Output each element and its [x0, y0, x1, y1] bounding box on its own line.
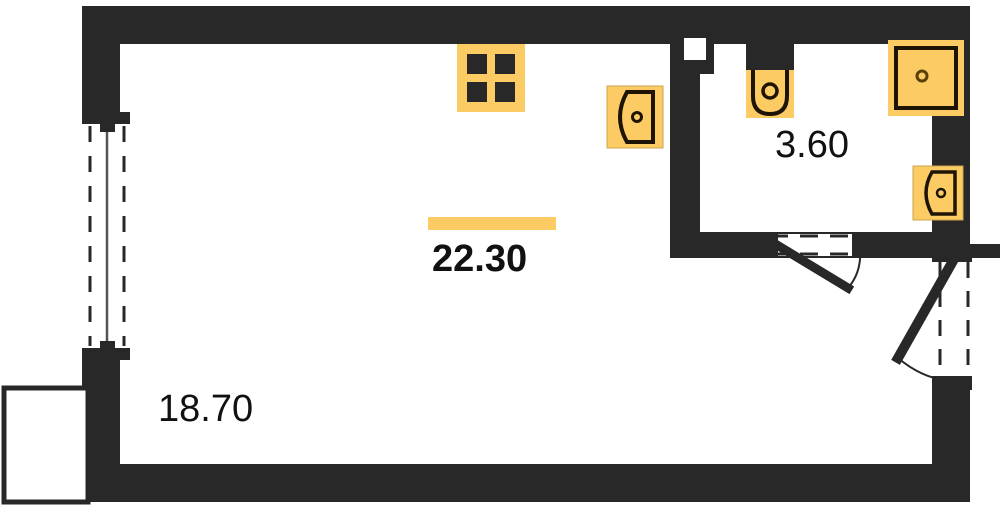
wall-bathroom-vertical	[670, 44, 700, 246]
shower-tray-inner	[894, 46, 958, 110]
kitchen-sink-basin	[618, 90, 655, 144]
wall-top	[82, 6, 970, 44]
shower-tray[interactable]	[888, 40, 964, 116]
bathroom-sink-basin	[924, 170, 957, 216]
door-entry[interactable]	[891, 244, 972, 390]
door-bathroom-opening	[778, 234, 852, 256]
door-bathroom[interactable]	[762, 232, 868, 295]
area-label-entry-hall: 18.70	[158, 388, 254, 430]
door-bathroom-strike-block	[852, 232, 868, 258]
area-label-bathroom: 3.60	[775, 124, 849, 166]
wall-bottom	[82, 464, 970, 502]
door-bathroom-leaf	[765, 235, 855, 295]
toilet[interactable]	[746, 40, 794, 118]
door-entry-leaf	[891, 245, 965, 365]
wall-left-upper	[82, 6, 120, 112]
door-bathroom-swing-arc	[847, 247, 862, 289]
door-entry-swing-arc	[897, 357, 947, 381]
balcony-outline	[1, 385, 91, 505]
toilet-bowl-outline	[751, 70, 789, 117]
shower-drain	[915, 69, 929, 83]
toilet-cistern	[746, 40, 794, 70]
kitchen-sink-drain	[631, 111, 643, 123]
window-left[interactable]	[88, 118, 126, 355]
area-label-living-kitchen: 22.30	[432, 238, 528, 280]
window-left-anchor-top	[100, 118, 115, 132]
cooktop-burner-tr	[495, 54, 515, 74]
kitchen-sink[interactable]	[606, 85, 664, 149]
stove-cooktop[interactable]	[457, 44, 525, 112]
cooktop-burner-tl	[467, 54, 487, 74]
bathroom-sink[interactable]	[912, 165, 964, 221]
cooktop-burner-bl	[467, 82, 487, 102]
window-left-anchor-bottom	[100, 341, 115, 355]
cooktop-burner-br	[495, 82, 515, 102]
balcony-slab	[1, 385, 91, 505]
toilet-flush-hole	[761, 82, 779, 100]
bathroom-sink-drain	[935, 187, 947, 199]
wall-right-lower	[932, 388, 970, 502]
area-accent-bar	[428, 217, 556, 230]
ventilation-shaft-void	[684, 38, 706, 60]
